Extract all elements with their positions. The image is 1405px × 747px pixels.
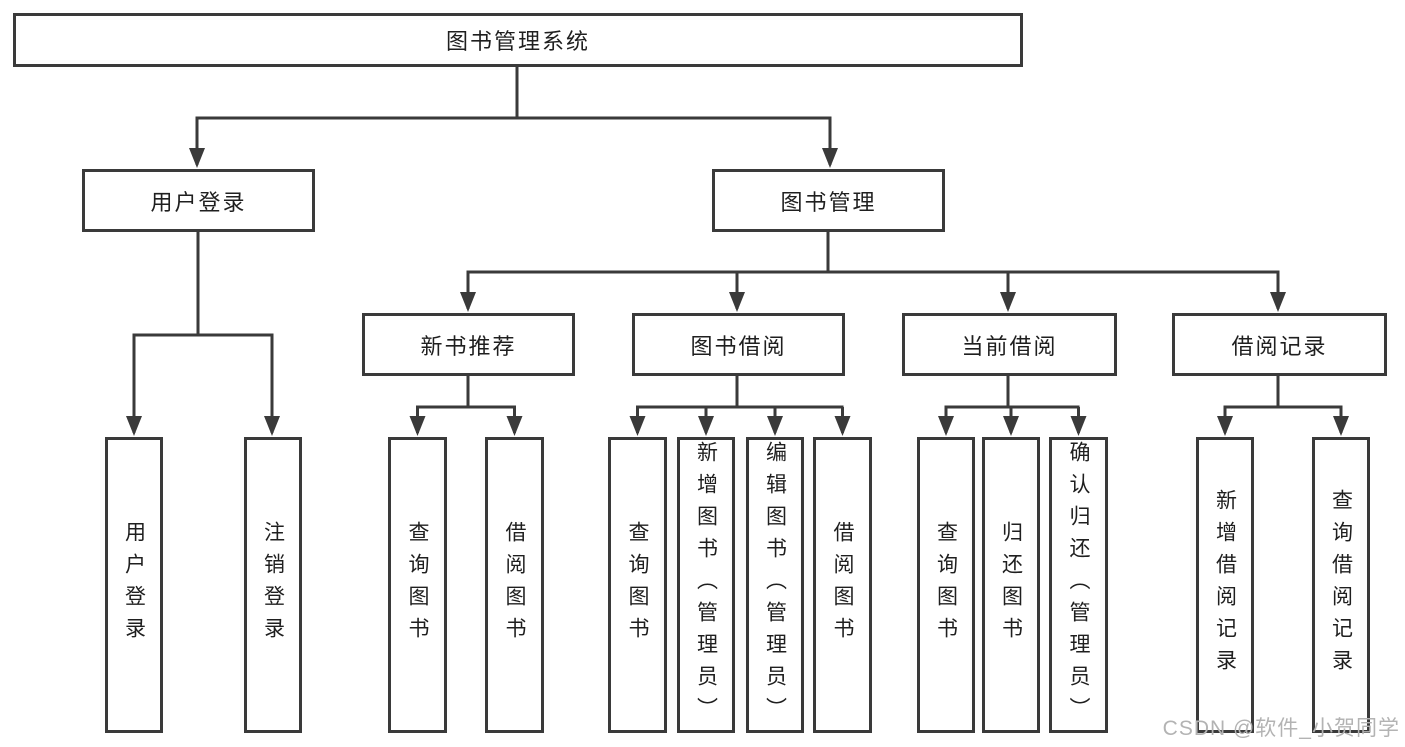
node-user-login-action: 用户登录 [105, 437, 163, 733]
node-query-books-current: 查询图书 [917, 437, 975, 733]
node-confirm-return-admin: 确认归还（管理员） [1049, 437, 1108, 733]
node-logout-action: 注销登录 [244, 437, 302, 733]
node-library-system: 图书管理系统 [13, 13, 1023, 67]
node-return-books: 归还图书 [982, 437, 1040, 733]
node-query-books-recommend: 查询图书 [388, 437, 447, 733]
node-add-borrow-record: 新增借阅记录 [1196, 437, 1254, 733]
node-borrowing-records: 借阅记录 [1172, 313, 1387, 376]
node-query-books-borrowing: 查询图书 [608, 437, 667, 733]
csdn-watermark: CSDN @软件_小贺同学 [1162, 717, 1400, 740]
node-current-borrowing: 当前借阅 [902, 313, 1117, 376]
node-borrow-books-recommend: 借阅图书 [485, 437, 544, 733]
node-user-login: 用户登录 [82, 169, 315, 232]
node-query-borrow-record: 查询借阅记录 [1312, 437, 1370, 733]
node-add-book-admin: 新增图书（管理员） [677, 437, 735, 733]
node-borrow-books-action: 借阅图书 [813, 437, 872, 733]
node-book-management: 图书管理 [712, 169, 945, 232]
node-new-book-recommend: 新书推荐 [362, 313, 575, 376]
node-edit-book-admin: 编辑图书（管理员） [746, 437, 804, 733]
node-book-borrowing: 图书借阅 [632, 313, 845, 376]
